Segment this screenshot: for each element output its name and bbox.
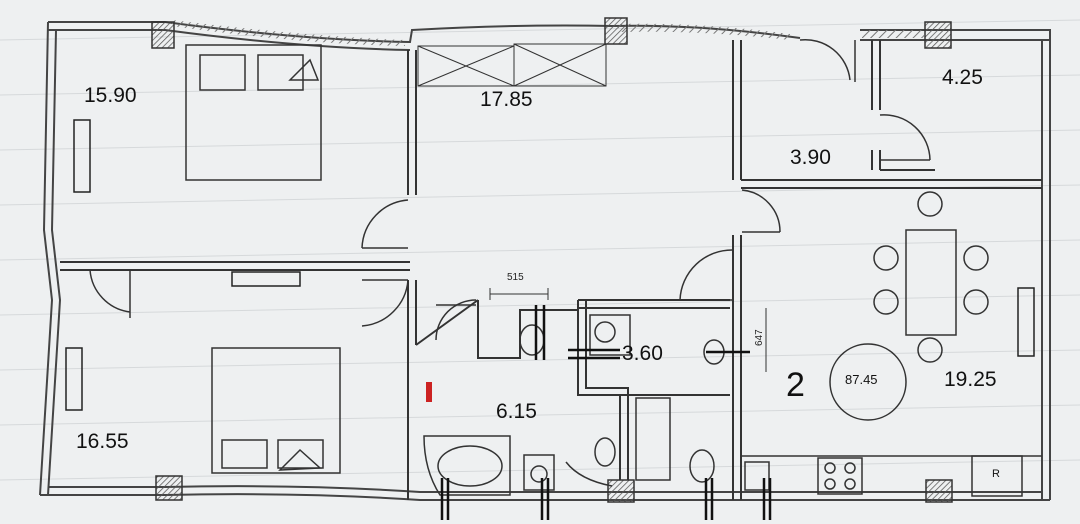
interior-walls — [60, 40, 1042, 500]
column — [604, 17, 628, 45]
top-wall-hatch — [172, 20, 405, 46]
bathroom-fixtures — [423, 314, 725, 496]
column — [607, 479, 635, 503]
room-area-bath: 3.60 — [622, 342, 663, 365]
dimension-label-a: 515 — [507, 272, 524, 283]
top-wall-hatch-2 — [618, 23, 790, 40]
fridge-label: R — [992, 468, 1000, 480]
red-marker — [426, 382, 432, 402]
bed-bottom — [211, 347, 341, 474]
exterior-walls — [39, 21, 1051, 501]
room-area-storage: 4.25 — [942, 66, 983, 89]
dining-table — [873, 191, 989, 363]
top-wall-hatch-3 — [862, 30, 924, 38]
bed-top — [185, 44, 322, 181]
background-grid — [0, 19, 1080, 481]
total-area: 87.45 — [845, 372, 878, 387]
room-area-living: 17.85 — [480, 88, 533, 111]
dimension-lines — [489, 288, 767, 372]
doors — [89, 38, 931, 487]
room-area-bedroom-bottom: 16.55 — [76, 430, 129, 453]
room-area-kitchen: 19.25 — [944, 368, 997, 391]
apartment-number: 2 — [786, 366, 805, 404]
room-area-hall: 6.15 — [496, 400, 537, 423]
radiators — [65, 119, 1035, 411]
room-area-corridor: 3.90 — [790, 146, 831, 169]
structural-columns — [151, 17, 953, 503]
area-circle — [829, 343, 907, 421]
column — [925, 479, 953, 503]
column — [151, 21, 175, 49]
vent-shafts — [440, 305, 772, 520]
dimension-label-b: 647 — [754, 329, 765, 346]
column — [924, 21, 952, 49]
column — [155, 475, 183, 501]
kitchen-counter — [741, 455, 1042, 497]
room-area-bedroom-top: 15.90 — [84, 84, 137, 107]
